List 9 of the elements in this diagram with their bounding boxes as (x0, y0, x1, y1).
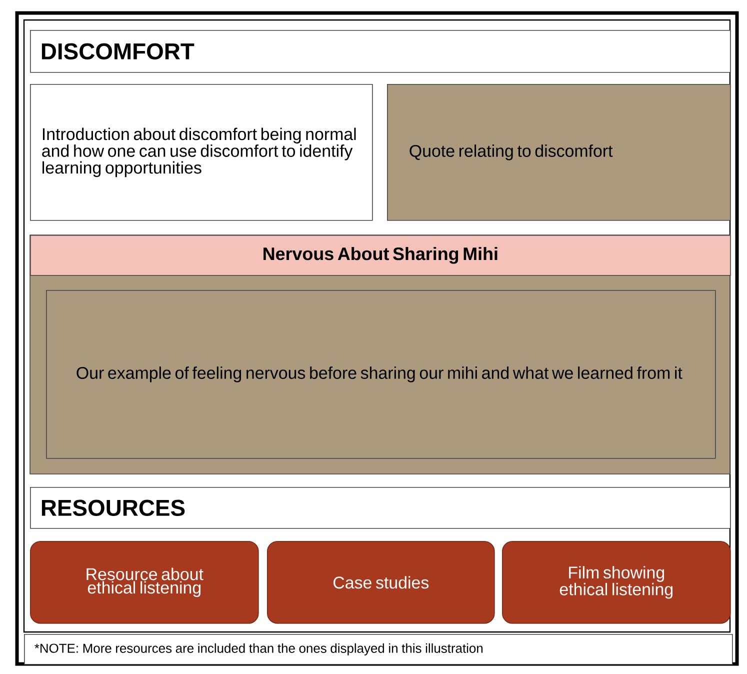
heading-box: DISCOMFORT (30, 30, 731, 73)
text-box: Introduction about discomfort being normal and how one can use discomfort to identify learning opportunities (30, 84, 373, 221)
note-box: *NOTE: More resources are included than the ones displayed in this illustration (24, 634, 733, 665)
heading-box: RESOURCES (30, 487, 731, 529)
quote-box: Quote relating to discomfort (387, 84, 731, 221)
example-box: Our example of feeling nervous before sharing our mihi and what we learned from it (46, 290, 716, 459)
resource-button: Film showing ethical listening (502, 541, 731, 624)
resource-button: Resource about ethical listening (30, 541, 259, 624)
resource-button: Case studies (267, 541, 495, 624)
